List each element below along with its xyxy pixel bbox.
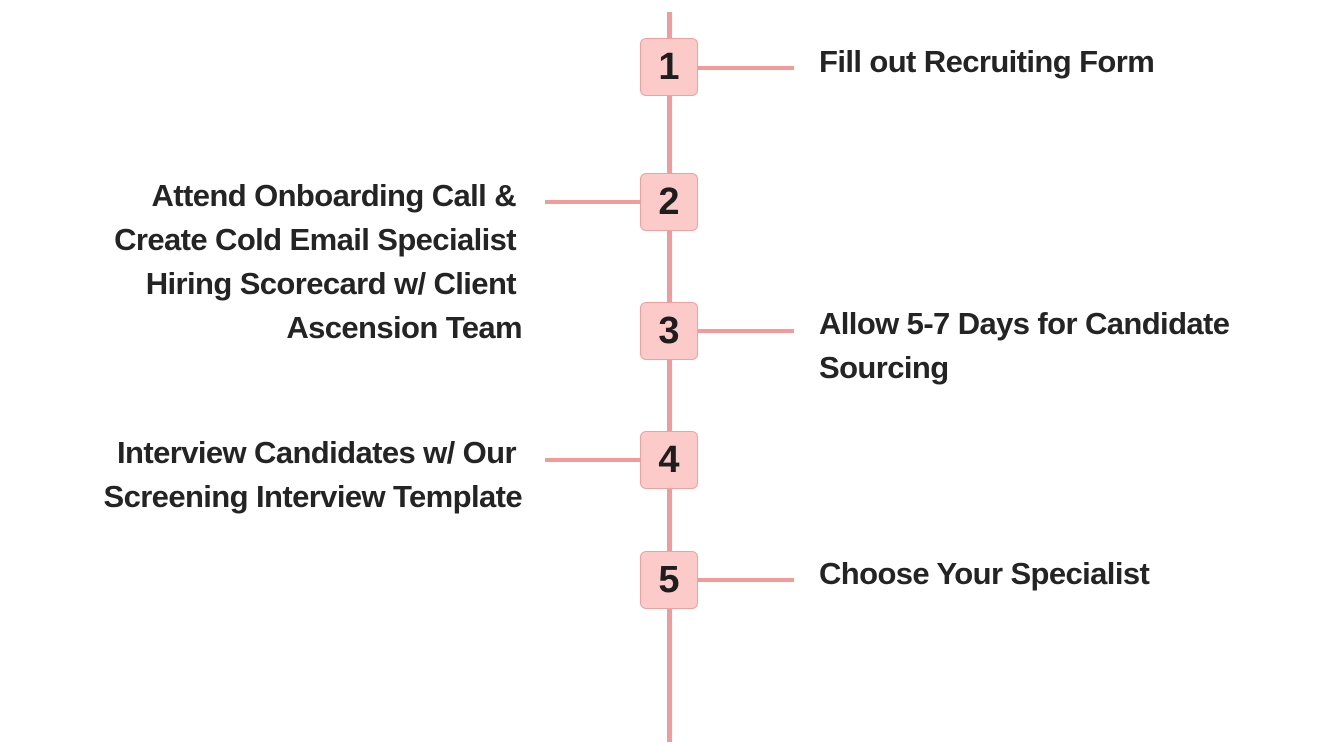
step-4-number: 4 [658, 439, 680, 481]
step-5-label: Choose Your Specialist [819, 552, 1309, 596]
step-3-badge: 3 [640, 302, 698, 360]
connector-5 [698, 578, 794, 582]
step-2-label-line-3: Hiring Scorecard w/ Client [145, 266, 517, 301]
step-4-label-line-1: Interview Candidates w/ Our [117, 435, 517, 470]
connector-3 [698, 329, 794, 333]
step-4-label-line-2: Screening Interview Template [103, 479, 523, 514]
connector-1 [698, 66, 794, 70]
step-1-badge: 1 [640, 38, 698, 96]
step-4-label: Interview Candidates w/ Our Screening In… [22, 431, 523, 519]
step-5-label-line-1: Choose Your Specialist [819, 556, 1150, 591]
timeline-spine [667, 12, 672, 742]
step-2-label-line-1: Attend Onboarding Call & [151, 178, 517, 213]
step-2-label: Attend Onboarding Call & Create Cold Ema… [22, 174, 522, 350]
step-2-number: 2 [658, 181, 680, 223]
step-4-badge: 4 [640, 431, 698, 489]
step-3-label-line-1: Allow 5-7 Days for Candidate [819, 306, 1230, 341]
step-3-number: 3 [658, 310, 680, 352]
connector-2 [545, 200, 641, 204]
step-1-number: 1 [658, 46, 680, 88]
step-5-number: 5 [658, 559, 680, 601]
step-3-label: Allow 5-7 Days for Candidate Sourcing [819, 302, 1309, 390]
step-2-badge: 2 [640, 173, 698, 231]
step-1-label: Fill out Recruiting Form [819, 40, 1309, 84]
step-2-label-line-4: Ascension Team [286, 310, 522, 345]
step-1-label-line-1: Fill out Recruiting Form [819, 44, 1155, 79]
step-2-label-line-2: Create Cold Email Specialist [114, 222, 516, 257]
step-5-badge: 5 [640, 551, 698, 609]
connector-4 [545, 458, 641, 462]
step-3-label-line-2: Sourcing [819, 350, 949, 385]
